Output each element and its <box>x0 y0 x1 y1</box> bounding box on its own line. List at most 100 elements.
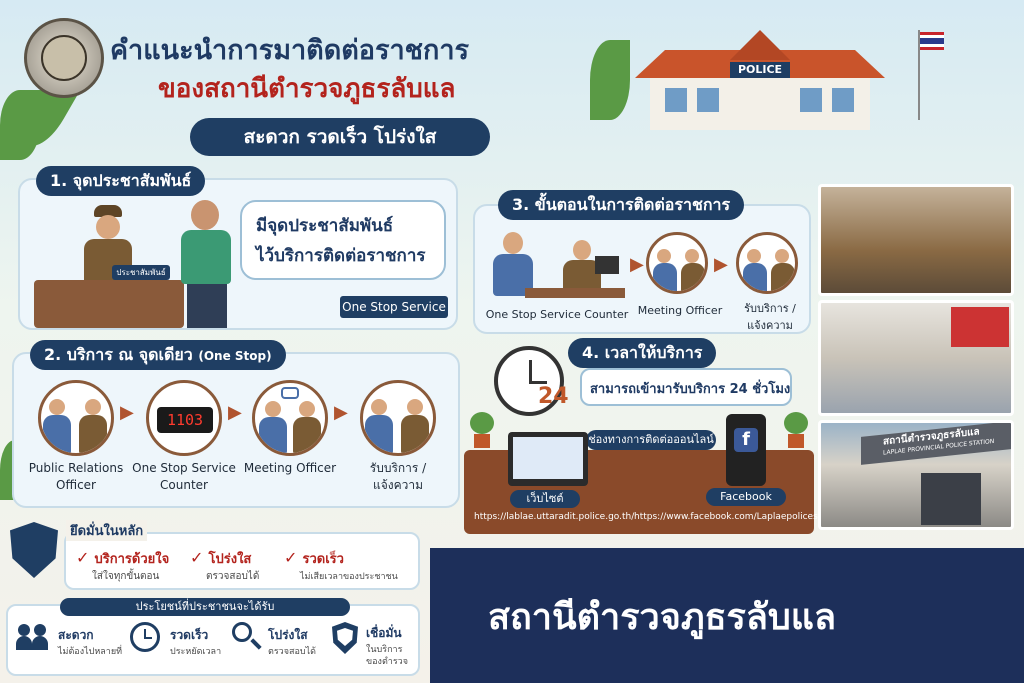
pr-speech-bubble: มีจุดประชาสัมพันธ์ ไว้บริการติดต่อราชการ <box>240 200 446 280</box>
facebook-label: Facebook <box>706 488 786 506</box>
bubble-line1: มีจุดประชาสัมพันธ์ <box>256 216 394 236</box>
step-receive-service <box>360 380 436 456</box>
principles-heading: ยึดมั่นในหลัก <box>66 520 148 541</box>
benefit-title: โปร่งใส <box>268 628 308 642</box>
benefit-sub: ตรวจสอบได้ <box>268 647 316 657</box>
principles-panel <box>64 532 420 590</box>
step3-receive-service <box>736 232 798 294</box>
check-icon: ✓ <box>76 548 90 567</box>
principle-item: ✓ รวดเร็ว ไม่เสียเวลาของประชาชน <box>284 548 418 583</box>
step-counter: 1103 <box>146 380 222 456</box>
service-hours-text: สามารถเข้ามารับบริการ 24 ชั่วโมง <box>590 382 791 397</box>
clock-icon <box>130 622 160 652</box>
flag-pole <box>918 30 920 120</box>
online-heading: ช่องทางการติดต่อออนไลน์ <box>586 430 716 450</box>
photo-service-counter <box>818 300 1014 416</box>
step-label: รับบริการ / แจ้งความ <box>340 460 456 494</box>
section3-heading: 3. ขั้นตอนในการติดต่อราชการ <box>498 190 745 220</box>
step-label: รับบริการ / แจ้งความ <box>728 300 812 334</box>
benefits-heading: ประโยชน์ที่ประชาชนจะได้รับ <box>60 598 350 616</box>
principle-item: ✓ โปร่งใส ตรวจสอบได้ <box>190 548 280 584</box>
principle-title: รวดเร็ว <box>302 552 344 567</box>
24h-badge: 24 <box>538 384 569 409</box>
clock-icon <box>494 346 564 416</box>
plant-pot-icon <box>470 412 494 448</box>
building-sign: POLICE <box>730 62 790 78</box>
police-emblem-icon <box>24 18 104 98</box>
check-icon: ✓ <box>284 548 298 567</box>
section2-heading: 2. บริการ ณ จุดเดียว (One Stop) <box>30 340 286 370</box>
step-label-line2: Officer <box>56 478 96 492</box>
plant-decoration <box>590 40 630 120</box>
principle-sub: ตรวจสอบได้ <box>206 571 260 582</box>
step-label: Meeting Officer <box>637 304 723 317</box>
arrow-right-icon: ▶ <box>630 254 644 275</box>
magnifier-icon <box>232 622 262 652</box>
website-link[interactable]: https://lablae.uttaradit.police.go.th/ <box>474 512 635 522</box>
phone-icon: f <box>726 414 766 486</box>
step-label: Meeting Officer <box>232 460 348 477</box>
arrow-right-icon: ▶ <box>714 254 728 275</box>
website-label: เว็บไซต์ <box>510 490 580 508</box>
step-pr-officer <box>38 380 114 456</box>
thai-flag-icon <box>920 32 944 50</box>
step-label-line1: Public Relations <box>28 461 124 475</box>
footer-title: สถานีตำรวจภูธรลับแล <box>488 597 837 638</box>
benefit-title: สะดวก <box>58 628 94 642</box>
step3-meeting-officer <box>646 232 708 294</box>
step-label-line2: Counter <box>160 478 208 492</box>
one-stop-badge: One Stop Service <box>340 296 448 318</box>
principle-sub: ใส่ใจทุกขั้นตอน <box>92 571 160 582</box>
people-icon <box>16 624 50 652</box>
page-subtitle: ของสถานีตำรวจภูธรลับแล <box>158 74 456 104</box>
benefit-sub: ไม่ต้องไปหลายที่ <box>58 647 123 657</box>
step-label: Public Relations Officer <box>18 460 134 494</box>
bubble-line2: ไว้บริการติดต่อราชการ <box>256 246 426 266</box>
arrow-right-icon: ▶ <box>334 402 348 423</box>
benefit-sub: ในบริการ <box>366 645 403 655</box>
benefit-title: เชื่อมั่น <box>366 626 402 640</box>
step-label-line2: แจ้งความ <box>747 319 793 332</box>
footer-bar <box>430 548 1024 683</box>
step-label-line1: รับบริการ / <box>369 461 427 475</box>
step-meeting-officer <box>252 380 328 456</box>
step-label-line1: One Stop Service <box>132 461 236 475</box>
benefit-sub: ของตำรวจ <box>366 657 409 667</box>
step-label-line1: Meeting Officer <box>243 461 337 475</box>
section2-heading-suffix: (One Stop) <box>198 349 272 363</box>
citizen-figure <box>175 200 235 328</box>
page-title: คำแนะนำการมาติดต่อราชการ <box>110 35 469 66</box>
step-label-line1: รับบริการ / <box>744 302 796 315</box>
principle-sub: ไม่เสียเวลาของประชาชน <box>300 572 398 582</box>
chat-bubble-icon <box>281 387 299 399</box>
laptop-icon <box>508 432 588 486</box>
step-label: One Stop Service Counter <box>485 308 629 321</box>
station-sign: สถานีตำรวจภูธรลับแล LAPLAE PROVINCIAL PO… <box>861 423 1011 465</box>
counter-scene <box>485 232 625 302</box>
desk-sign: ประชาสัมพันธ์ <box>112 265 170 280</box>
arrow-right-icon: ▶ <box>228 402 242 423</box>
pr-desk <box>34 280 184 328</box>
principle-title: บริการด้วยใจ <box>94 552 170 567</box>
benefit-sub: ประหยัดเวลา <box>170 647 222 657</box>
photo-station-front: สถานีตำรวจภูธรลับแล LAPLAE PROVINCIAL PO… <box>818 420 1014 530</box>
section1-heading: 1. จุดประชาสัมพันธ์ <box>36 166 206 196</box>
facebook-logo-icon: f <box>734 428 758 452</box>
arrow-right-icon: ▶ <box>120 402 134 423</box>
step-label: One Stop Service Counter <box>126 460 242 494</box>
step-label-line2: แจ้งความ <box>372 478 424 492</box>
section2-heading-text: 2. บริการ ณ จุดเดียว <box>44 345 193 364</box>
queue-counter-display: 1103 <box>157 407 213 433</box>
principle-title: โปร่งใส <box>208 552 252 567</box>
benefit-title: รวดเร็ว <box>170 628 209 642</box>
photo-officers-meeting <box>818 184 1014 296</box>
facebook-link[interactable]: https://www.facebook.com/Laplaepolicesta… <box>634 512 845 522</box>
service-hours-box <box>580 368 792 406</box>
officers-group <box>555 92 1010 184</box>
section4-heading: 4. เวลาให้บริการ <box>568 338 717 368</box>
plant-pot-icon <box>784 412 808 448</box>
check-icon: ✓ <box>190 548 204 567</box>
principle-item: ✓ บริการด้วยใจ ใส่ใจทุกขั้นตอน <box>76 548 186 584</box>
slogan-banner: สะดวก รวดเร็ว โปร่งใส <box>190 118 490 156</box>
police-building: POLICE <box>635 30 885 130</box>
